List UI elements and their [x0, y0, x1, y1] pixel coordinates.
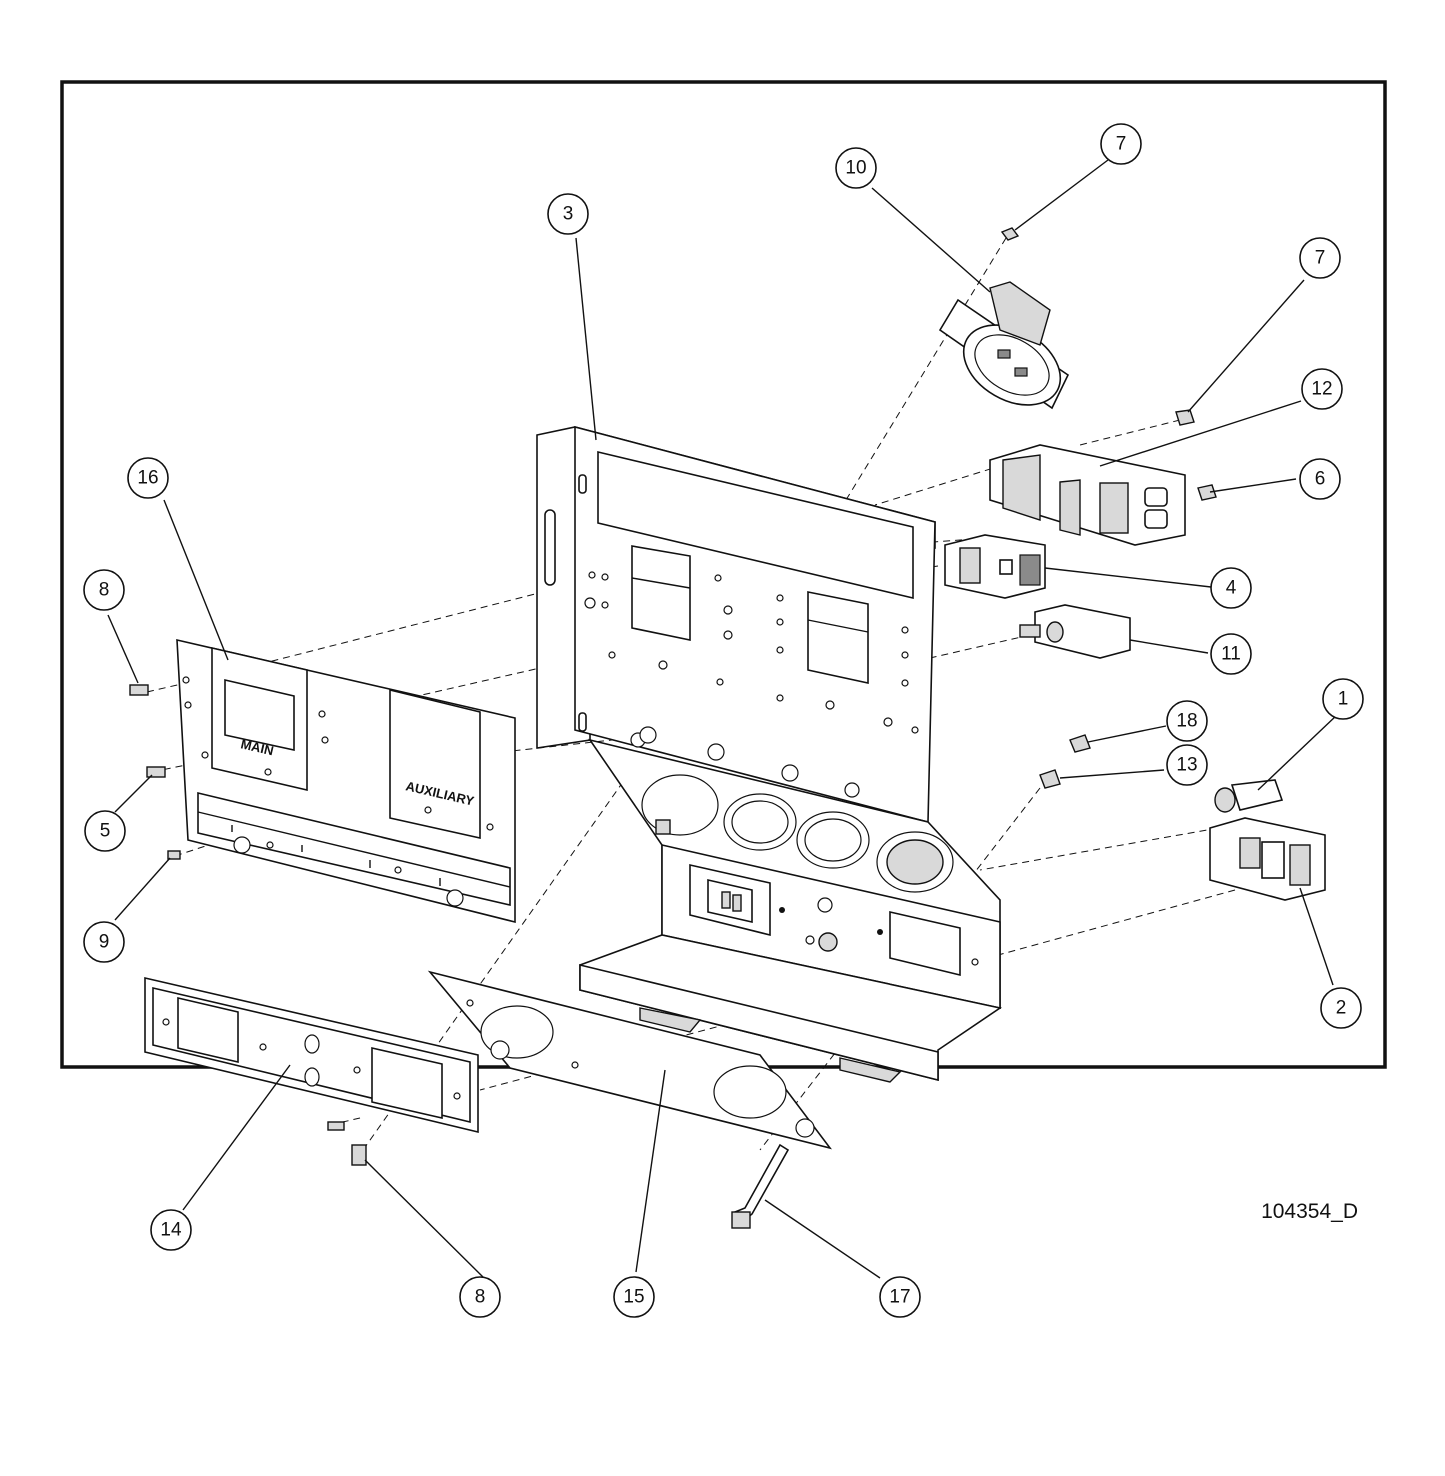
callout-16-number: 16 [137, 468, 158, 489]
callout-6: 6 [1299, 458, 1341, 500]
part-2-receptacle [1209, 817, 1326, 901]
callout-8-left: 8 [83, 569, 125, 611]
part-14-trim-plate [144, 976, 479, 1134]
callout-7-upper: 7 [1100, 123, 1142, 165]
callout-leaders [107, 159, 1338, 1279]
callout-5: 5 [84, 810, 126, 852]
drawing-number: 104354_D [1261, 1200, 1358, 1223]
callout-2: 2 [1320, 987, 1362, 1029]
part-12-breaker [989, 444, 1186, 546]
part-4-contactor [944, 534, 1046, 599]
callout-3: 3 [547, 193, 589, 235]
bottom-shelf [579, 934, 1002, 1083]
callout-9-number: 9 [99, 932, 110, 953]
callout-6-number: 6 [1315, 469, 1326, 490]
lower-angled-panel [588, 726, 1001, 1009]
part-1-switch [1214, 779, 1284, 813]
callout-7-lower-number: 7 [1315, 248, 1326, 269]
callout-15-number: 15 [623, 1287, 644, 1308]
callout-12: 12 [1301, 368, 1343, 410]
callout-16: 16 [127, 457, 169, 499]
callout-7-upper-number: 7 [1116, 134, 1127, 155]
callout-17: 17 [879, 1276, 921, 1318]
callout-8-bottom: 8 [459, 1276, 501, 1318]
callout-1: 1 [1322, 678, 1364, 720]
callout-13-number: 13 [1176, 755, 1197, 776]
callout-11: 11 [1210, 633, 1252, 675]
callout-10: 10 [835, 147, 877, 189]
hardware [129, 227, 1217, 1229]
callout-9: 9 [83, 921, 125, 963]
callout-13: 13 [1166, 744, 1208, 786]
callout-10-number: 10 [845, 158, 866, 179]
part-15-gasket [427, 970, 832, 1150]
part-10-receptacle [938, 281, 1070, 410]
callout-7-lower: 7 [1299, 237, 1341, 279]
part-11-relay [1019, 604, 1131, 659]
callout-2-number: 2 [1336, 998, 1347, 1019]
callout-12-number: 12 [1311, 379, 1332, 400]
callout-18: 18 [1166, 700, 1208, 742]
callout-17-number: 17 [889, 1287, 910, 1308]
part-16-faceplate: MAIN AUXILIARY [176, 638, 516, 924]
callout-1-number: 1 [1338, 689, 1349, 710]
faceplate-main-label: MAIN [239, 736, 275, 758]
callout-4-number: 4 [1226, 578, 1237, 599]
callout-14: 14 [150, 1209, 192, 1251]
callout-3-number: 3 [563, 204, 574, 225]
callout-8-left-number: 8 [99, 580, 110, 601]
callout-8-bottom-number: 8 [475, 1287, 486, 1308]
callout-5-number: 5 [100, 821, 111, 842]
callout-18-number: 18 [1176, 711, 1197, 732]
callout-14-number: 14 [160, 1220, 182, 1241]
callout-balloons: 1 2 3 4 5 6 7 7 8 8 9 10 11 12 13 14 15 … [83, 123, 1364, 1318]
callout-15: 15 [613, 1276, 655, 1318]
callout-11-number: 11 [1221, 644, 1241, 665]
callout-4: 4 [1210, 567, 1252, 609]
part-3-back-panel [536, 425, 936, 824]
